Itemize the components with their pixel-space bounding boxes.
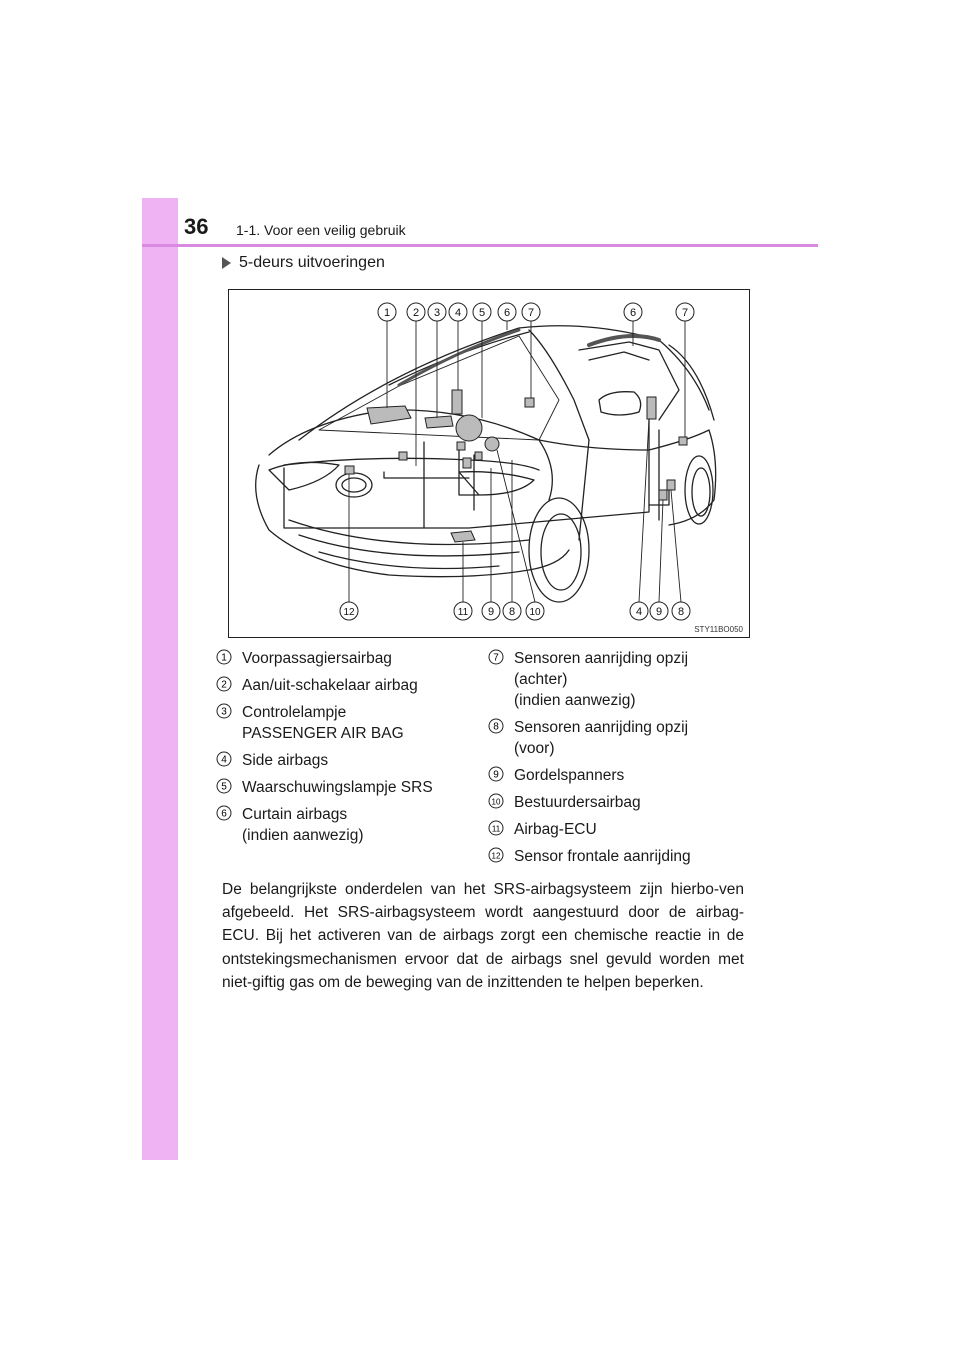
legend-text: Sensoren aanrijding opzij (voor) (514, 719, 689, 757)
subheading-text: 5-deurs uitvoeringen (239, 254, 385, 271)
svg-text:12: 12 (492, 852, 501, 861)
legend-number-icon: 2 (216, 676, 232, 692)
callout-top: 7 (528, 307, 534, 319)
legend-number-icon: 12 (488, 847, 504, 863)
legend-item: 5 Waarschuwingslampje SRS (216, 777, 466, 798)
svg-text:7: 7 (493, 653, 499, 664)
chapter-side-tab (142, 198, 178, 1160)
legend-number-icon: 6 (216, 805, 232, 821)
legend-number-icon: 4 (216, 751, 232, 767)
legend-item: 10 Bestuurdersairbag (488, 792, 758, 813)
legend-item: 7 Sensoren aanrijding opzij (achter) (ind… (488, 648, 758, 711)
callout-top: 2 (413, 307, 419, 319)
callout-bottom: 11 (458, 607, 469, 618)
callout-top: 7 (682, 307, 688, 319)
svg-text:10: 10 (492, 798, 501, 807)
legend-number-icon: 5 (216, 778, 232, 794)
legend-item: 3 Controlelampje PASSENGER AIR BAG (216, 702, 466, 744)
svg-text:2: 2 (221, 680, 227, 691)
legend-number-icon: 10 (488, 793, 504, 809)
body-paragraph: De belangrijkste onderdelen van het SRS-… (222, 881, 744, 991)
legend-text: Airbag-ECU (514, 821, 597, 838)
car-illustration: 1 2 3 4 5 6 7 6 7 12 11 9 8 10 4 9 8 (255, 302, 717, 621)
legend-item: 8 Sensoren aanrijding opzij (voor) (488, 717, 758, 759)
legend-right: 7 Sensoren aanrijding opzij (achter) (ind… (488, 648, 758, 873)
callout-top: 5 (479, 307, 485, 319)
svg-text:9: 9 (493, 770, 499, 781)
callout-bottom: 9 (656, 606, 662, 618)
legend-item: 2 Aan/uit-schakelaar airbag (216, 675, 466, 696)
subheading: 5-deurs uitvoeringen (222, 254, 385, 272)
callout-top: 1 (384, 307, 390, 319)
callout-top: 3 (434, 307, 440, 319)
legend-text: Voorpassagiersairbag (242, 650, 392, 667)
legend-number-icon: 1 (216, 649, 232, 665)
callout-bottom: 12 (343, 607, 355, 618)
legend-number-icon: 11 (488, 820, 504, 836)
legend-text: Curtain airbags (indien aanwezig) (242, 806, 364, 844)
triangle-bullet-icon (222, 257, 231, 269)
legend-item: 6 Curtain airbags (indien aanwezig) (216, 804, 466, 846)
legend-item: 9 Gordelspanners (488, 765, 758, 786)
legend-text: Waarschuwingslampje SRS (242, 779, 433, 796)
legend-text: Bestuurdersairbag (514, 794, 641, 811)
legend-number-icon: 7 (488, 649, 504, 665)
callout-bottom: 10 (529, 607, 541, 618)
svg-text:5: 5 (221, 782, 227, 793)
svg-text:8: 8 (493, 722, 499, 733)
legend-text: Aan/uit-schakelaar airbag (242, 677, 418, 694)
callout-top: 6 (504, 307, 510, 319)
legend-text: Sensoren aanrijding opzij (achter) (indi… (514, 650, 689, 709)
legend-text: Controlelampje PASSENGER AIR BAG (242, 704, 404, 742)
header-rule (142, 244, 818, 247)
callout-bottom: 8 (678, 606, 684, 618)
svg-text:3: 3 (221, 707, 227, 718)
legend-item: 11 Airbag-ECU (488, 819, 758, 840)
svg-text:6: 6 (221, 809, 227, 820)
section-title: 1-1. Voor een veilig gebruik (236, 222, 406, 238)
callout-bottom: 4 (636, 606, 642, 618)
page-number: 36 (184, 214, 209, 239)
svg-text:4: 4 (221, 755, 227, 766)
legend-number-icon: 8 (488, 718, 504, 734)
callout-bottom: 9 (488, 606, 494, 618)
legend-text: Sensor frontale aanrijding (514, 848, 691, 865)
callout-top: 6 (630, 307, 636, 319)
legend-text: Gordelspanners (514, 767, 625, 784)
legend-text: Side airbags (242, 752, 329, 769)
airbag-diagram: 1 2 3 4 5 6 7 6 7 12 11 9 8 10 4 9 8 STY… (228, 289, 750, 638)
callout-bottom: 8 (509, 606, 515, 618)
legend-number-icon: 3 (216, 703, 232, 719)
legend-item: 1 Voorpassagiersairbag (216, 648, 466, 669)
legend-number-icon: 9 (488, 766, 504, 782)
figure-code: STY11BO050 (694, 625, 743, 634)
callout-top: 4 (455, 307, 461, 319)
svg-text:1: 1 (221, 653, 227, 664)
legend-left: 1 Voorpassagiersairbag 2 Aan/uit-schakelaar… (216, 648, 466, 852)
legend-item: 12 Sensor frontale aanrijding (488, 846, 758, 867)
svg-text:11: 11 (492, 825, 501, 834)
legend-item: 4 Side airbags (216, 750, 466, 771)
